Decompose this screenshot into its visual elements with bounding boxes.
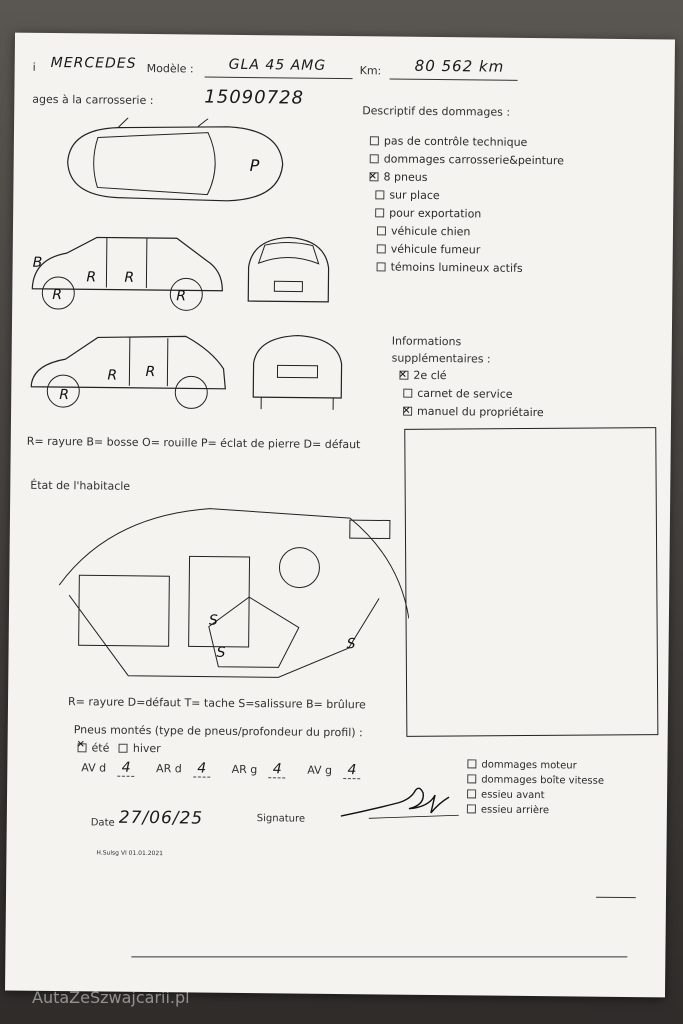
damage-item[interactable]: témoins lumineux actifs <box>369 258 609 279</box>
damage-description-list: pas de contrôle technique dommages carro… <box>369 132 610 279</box>
interior-legend: R= rayure D=défaut T= tache S=salissure … <box>67 695 366 712</box>
car-front-sketch <box>247 236 330 303</box>
svg-text:R: R <box>176 288 186 304</box>
tires-title: Pneus montés (type de pneus/profondeur d… <box>73 723 363 740</box>
info-item[interactable]: 2e clé <box>399 367 544 387</box>
mechanical-list: dommages moteur dommages boîte vitesse e… <box>466 757 604 818</box>
info-item[interactable]: manuel du propriétaire <box>399 403 544 423</box>
svg-text:S: S <box>216 645 225 661</box>
checkbox-icon[interactable] <box>375 189 385 199</box>
checkbox-icon[interactable] <box>375 207 385 217</box>
tire-type-row: été hiver <box>77 741 161 756</box>
signature-label: Signature <box>256 813 306 825</box>
car-right-side-sketch: R R R <box>30 335 226 409</box>
svg-text:R: R <box>124 270 134 286</box>
svg-text:R: R <box>52 287 62 303</box>
checkbox-icon[interactable] <box>466 803 476 813</box>
front-right-label: AV d <box>81 761 107 775</box>
tire-depth-row: AV d 4 AR d 4 AR g 4 AV g 4 <box>81 759 361 780</box>
km-value: 80 562 km <box>414 56 505 76</box>
km-label: Km: <box>359 64 382 78</box>
checkbox-icon[interactable] <box>467 758 477 768</box>
model-value: GLA 45 AMG <box>228 56 327 74</box>
date-label: Date <box>90 817 115 829</box>
bottom-rule <box>131 956 628 958</box>
checkbox-checked-icon[interactable] <box>403 406 413 416</box>
svg-text:S: S <box>347 636 356 652</box>
checkbox-icon[interactable] <box>369 153 379 163</box>
checkbox-icon[interactable] <box>118 743 128 753</box>
front-left-value: 4 <box>343 762 361 780</box>
short-rule <box>596 896 637 899</box>
signature-scribble <box>340 787 459 819</box>
date-value: 27/06/25 <box>118 807 204 829</box>
svg-text:S: S <box>209 613 218 629</box>
svg-text:P: P <box>250 156 260 175</box>
km-underline <box>389 78 518 81</box>
checkbox-icon[interactable] <box>467 773 477 783</box>
svg-text:B: B <box>33 255 43 271</box>
site-watermark: AutaZeSzwajcarii.pl <box>32 988 190 1007</box>
mechanical-item[interactable]: dommages boîte vitesse <box>467 772 604 788</box>
svg-text:R: R <box>86 269 96 285</box>
rear-right-value: 4 <box>193 760 211 778</box>
mechanical-item[interactable]: essieu arrière <box>466 802 604 818</box>
checkbox-icon[interactable] <box>403 388 413 398</box>
rear-left-label: AR g <box>231 762 258 777</box>
checkbox-icon[interactable] <box>369 135 379 145</box>
inspection-number: 15090728 <box>204 86 305 109</box>
checkbox-checked-icon[interactable] <box>77 742 87 752</box>
car-left-side-sketch: B R R R R <box>31 236 223 311</box>
rear-left-value: 4 <box>268 761 286 779</box>
mechanical-item[interactable]: dommages moteur <box>467 757 604 773</box>
rear-right-label: AR d <box>156 762 182 776</box>
interior-sketch: S S S <box>58 508 410 678</box>
svg-text:R: R <box>145 364 155 380</box>
svg-text:R: R <box>107 368 117 384</box>
damage-description-title: Descriptif des dommages : <box>362 104 511 119</box>
info-item[interactable]: carnet de service <box>399 385 544 405</box>
info-title: Informations supplémentaires : <box>391 334 491 366</box>
interior-title: État de l'habitacle <box>30 478 131 493</box>
svg-text:R: R <box>59 387 69 403</box>
front-left-label: AV g <box>307 763 333 777</box>
checkbox-checked-icon[interactable] <box>399 370 409 380</box>
checkbox-checked-icon[interactable] <box>369 171 379 181</box>
model-underline <box>204 76 353 80</box>
car-top-view-sketch: P <box>67 117 284 202</box>
winter-label: hiver <box>132 741 161 756</box>
checkbox-icon[interactable] <box>376 261 386 271</box>
body-damage-legend: R= rayure B= bosse O= rouille P= éclat d… <box>26 434 361 452</box>
make-label: i <box>32 60 36 74</box>
notes-box <box>404 427 659 737</box>
front-right-value: 4 <box>117 759 135 777</box>
checkbox-icon[interactable] <box>376 225 387 235</box>
summer-label: été <box>91 741 110 755</box>
checkbox-icon[interactable] <box>467 788 477 798</box>
model-label: Modèle : <box>146 61 194 76</box>
body-damages-title: ages à la carrosserie : <box>32 92 154 108</box>
info-list: 2e clé carnet de service manuel du propr… <box>399 367 544 423</box>
mechanical-item[interactable]: essieu avant <box>467 787 604 803</box>
form-code: H.Sulsg VI 01.01.2021 <box>96 849 164 858</box>
inspection-form: i MERCEDES Modèle : GLA 45 AMG Km: 80 56… <box>5 32 675 998</box>
checkbox-icon[interactable] <box>376 243 386 253</box>
car-rear-sketch <box>252 334 343 410</box>
make-value: MERCEDES <box>50 54 137 72</box>
